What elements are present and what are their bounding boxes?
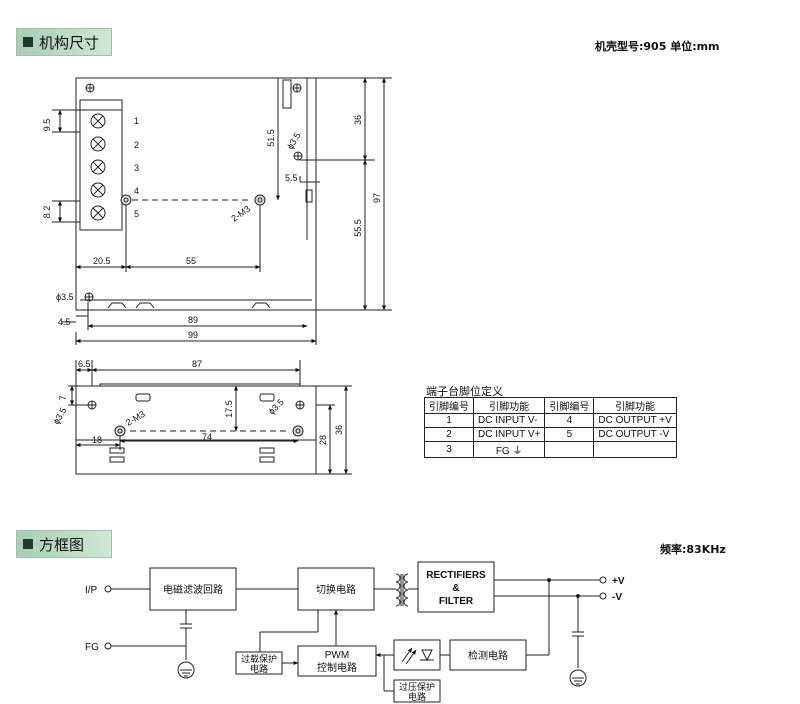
table-cell: DC OUTPUT -V [593, 427, 677, 442]
switch-block-label: 切换电路 [316, 583, 356, 596]
dim-label: 87 [192, 359, 202, 369]
table-cell: 5 [544, 427, 595, 442]
output-minus-label: -V [612, 592, 622, 603]
section-tab-dimensions: 机构尺寸 [16, 28, 112, 56]
table-cell: 3 [424, 441, 474, 458]
rectifier-label: FILTER [439, 596, 474, 607]
dim-label: 97 [372, 193, 382, 203]
olp-label: 过载保护 [241, 653, 277, 664]
tab-bullet-icon [23, 37, 33, 47]
terminal-label: 4 [134, 186, 139, 196]
block-diagram-labels: I/P FG 电磁滤波回路 切换电路 RECTIFIERS & FILTER +… [85, 570, 625, 702]
case-info: 机壳型号:905 单位:mm [595, 40, 720, 53]
table-cell: DC INPUT V+ [472, 427, 546, 442]
rectifier-block [417, 561, 495, 613]
dim-label: ϕ3.5 [51, 406, 68, 426]
dim-label: 20.5 [93, 256, 111, 266]
col-header: 引脚功能 [593, 397, 677, 414]
pin-table-title: 端子台脚位定义 [426, 385, 503, 398]
dim-label: 6.5 [78, 359, 91, 369]
pwm-label: PWM [325, 650, 349, 661]
section-tab-block-diagram: 方框图 [16, 530, 112, 558]
section-title: 机构尺寸 [39, 33, 100, 52]
ovp-label: 电路 [408, 691, 426, 702]
table-cell: DC OUTPUT +V [593, 413, 677, 428]
table-cell: FG ⏚ [472, 441, 546, 458]
input-terminal-label: I/P [85, 585, 98, 596]
dim-label: 8.2 [42, 206, 52, 219]
terminal-label: 5 [134, 209, 139, 219]
table-row: 1 DC INPUT V- 4 DC OUTPUT +V [424, 413, 677, 428]
table-cell [544, 441, 595, 458]
terminal-label: 3 [134, 163, 139, 173]
dim-label: 17.5 [224, 400, 234, 418]
dim-label: 9.5 [42, 119, 52, 132]
dim-label: 28 [318, 435, 328, 445]
case-outline [75, 77, 317, 311]
terminal-screws [90, 113, 106, 221]
dim-label: 18 [92, 435, 102, 445]
table-row: 3 FG ⏚ [424, 441, 677, 458]
terminal-label: 2 [134, 140, 139, 150]
block-diagram [104, 561, 607, 703]
table-cell [593, 441, 677, 458]
section-title: 方框图 [39, 535, 85, 554]
emi-block-label: 电磁滤波回路 [163, 583, 223, 596]
ovp-label: 过压保护 [399, 681, 435, 692]
olp-label: 电路 [250, 663, 268, 674]
table-cell: 4 [544, 413, 595, 428]
dim-label: 99 [188, 330, 198, 340]
side-view-drawing [68, 360, 352, 475]
col-header: 引脚功能 [472, 397, 546, 414]
dim-label: 5.5 [285, 173, 298, 183]
pwm-label: 控制电路 [317, 661, 357, 674]
table-cell: DC INPUT V- [472, 413, 546, 428]
dim-label: 55.5 [353, 219, 363, 237]
dim-label: 36 [353, 115, 363, 125]
dim-label: 89 [188, 315, 198, 325]
rectifier-label: & [452, 583, 459, 594]
dim-label: ϕ3.5 [56, 292, 74, 302]
table-cell: 2 [424, 427, 474, 442]
dim-label: ϕ3.5 [285, 131, 302, 151]
table-cell: 1 [424, 413, 474, 428]
col-header: 引脚编号 [424, 397, 474, 414]
dim-label: 36 [334, 425, 344, 435]
pin-table-header: 引脚编号 引脚功能 引脚编号 引脚功能 [424, 397, 677, 414]
detect-label: 检测电路 [468, 649, 508, 662]
rectifier-label: RECTIFIERS [426, 570, 486, 581]
col-header: 引脚编号 [544, 397, 595, 414]
frequency-label: 频率:83KHz [660, 543, 726, 556]
dim-label: 74 [202, 432, 212, 442]
table-row: 2 DC INPUT V+ 5 DC OUTPUT -V [424, 427, 677, 442]
dim-label: 2-M3 [229, 204, 252, 224]
dim-label: 7 [58, 395, 68, 400]
pin-table: 引脚编号 引脚功能 引脚编号 引脚功能 1 DC INPUT V- 4 DC O… [424, 397, 677, 458]
output-plus-label: +V [612, 576, 625, 587]
dim-label: 4.5 [58, 317, 71, 327]
top-view-drawing [52, 77, 392, 345]
fg-terminal-label: FG [85, 642, 99, 653]
optocoupler-block [393, 639, 441, 671]
dim-label: 51.5 [266, 129, 276, 147]
dim-label: 2-M3 [124, 409, 147, 428]
terminal-label: 1 [134, 116, 139, 126]
tab-bullet-icon [23, 539, 33, 549]
dim-label: ϕ3.5 [266, 397, 285, 416]
dim-label: 55 [186, 256, 196, 266]
